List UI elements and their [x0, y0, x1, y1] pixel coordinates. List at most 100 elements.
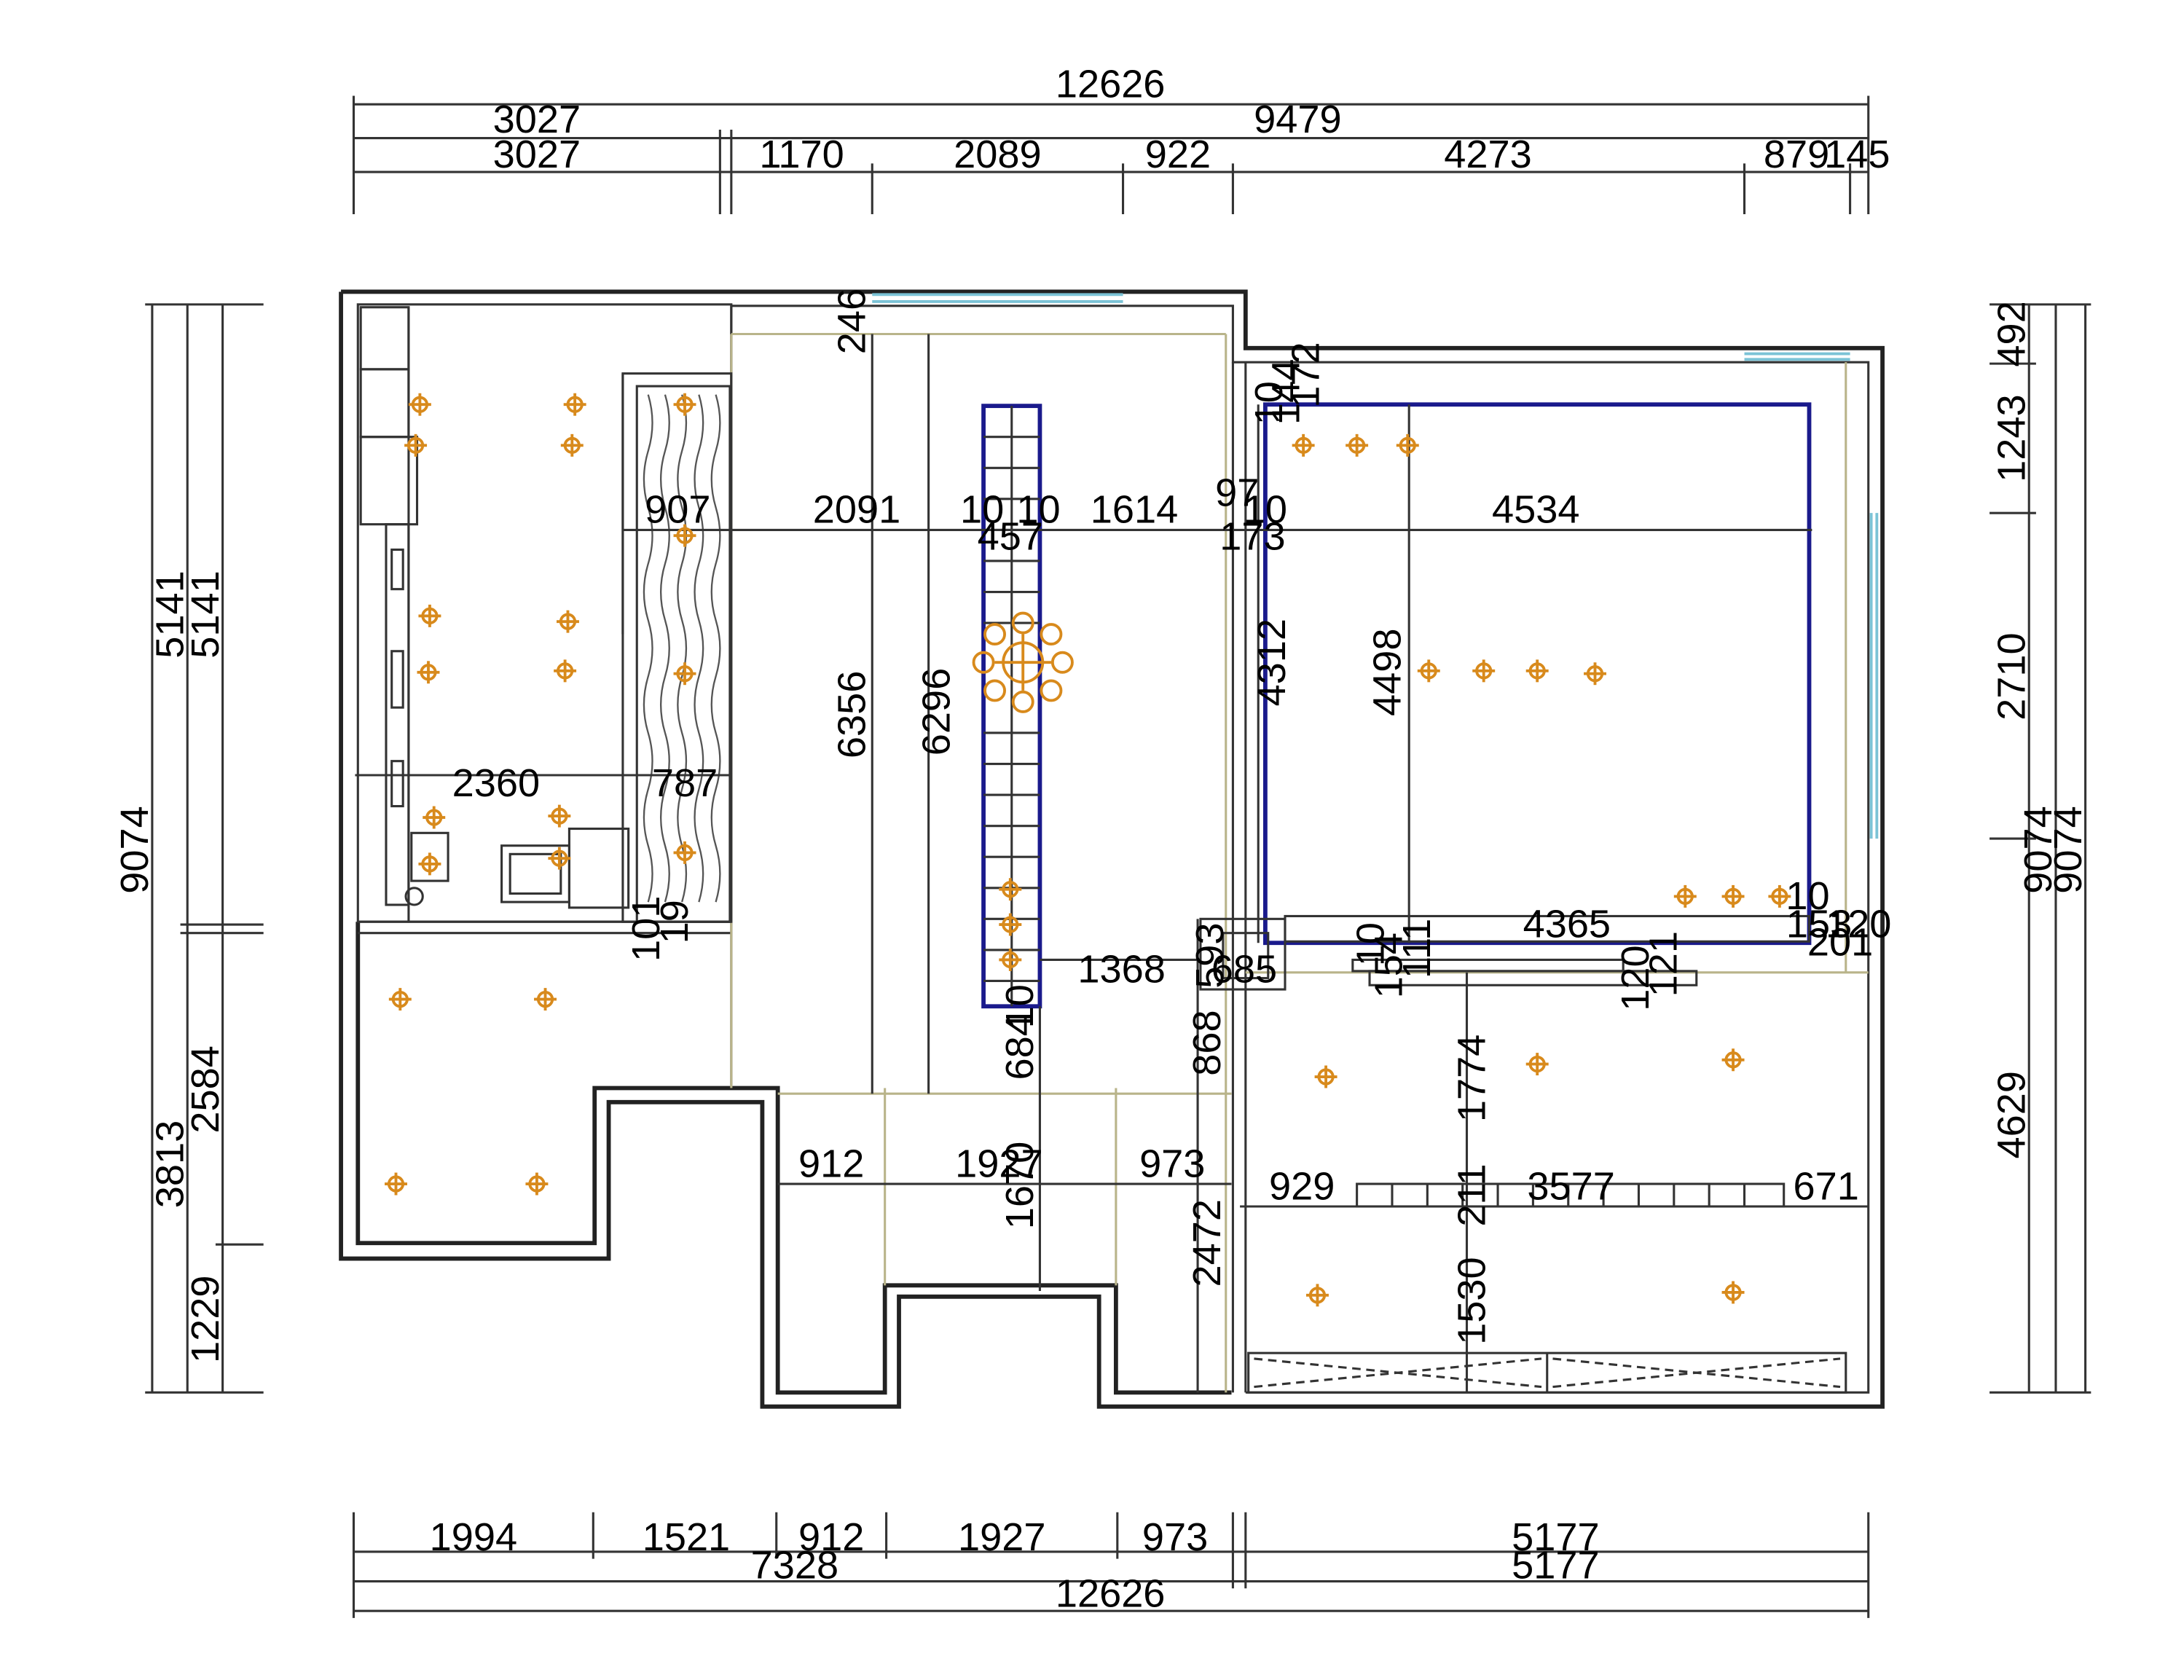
dim-right-inner: 1243 [1989, 394, 2033, 482]
dim-label: 10 [1348, 922, 1392, 966]
dim-top-seg: 879 [1764, 133, 1829, 176]
downlight-icon [563, 393, 586, 416]
downlight-icon [673, 662, 696, 686]
downlight-icon [999, 913, 1022, 936]
windows [872, 293, 1879, 839]
dim-label: 907 [645, 488, 710, 532]
downlight-icon [408, 393, 431, 416]
dim-label: 10 [1244, 488, 1287, 532]
dim-label: 10 [1247, 381, 1291, 425]
interior-dimension-labels: 907 2091 10 10 1614 97 10 4534 457 173 2… [452, 288, 1892, 1345]
kitchen-cabinets [359, 306, 733, 923]
downlight-icon [1525, 1053, 1549, 1076]
downlight-icon [1396, 433, 1419, 457]
dim-left-inner: 2584 [184, 1045, 227, 1133]
dim-label: 211 [1450, 1163, 1494, 1226]
dim-top-seg: 2089 [954, 133, 1041, 176]
downlight-icon [1721, 884, 1745, 908]
downlight-icon [1472, 659, 1496, 683]
dim-label: 144 [1264, 359, 1308, 425]
downlight-icon [1673, 884, 1697, 908]
dim-bottom-seg: 1521 [643, 1515, 730, 1559]
dim-right-mid: 9074 [2016, 806, 2060, 893]
dim-left-mid: 3813 [148, 1120, 192, 1208]
downlight-icon [1525, 659, 1549, 683]
bedroom-ceiling-outline [1199, 402, 1812, 991]
bottom-right-built-ins [1247, 1182, 1847, 1394]
dim-bottom-mid-left: 7328 [751, 1544, 838, 1587]
downlight-icon [1417, 659, 1440, 683]
dim-label: 154 [1367, 933, 1411, 998]
dim-label: 111 [1395, 919, 1439, 978]
dim-right-inner: 2710 [1989, 632, 2033, 720]
dim-label: 10 [960, 488, 1004, 532]
dim-label: 19 [653, 900, 696, 943]
dim-label: 4365 [1523, 902, 1611, 946]
dim-label: 153 [1786, 902, 1852, 946]
dim-label: 1774 [1450, 1035, 1494, 1122]
dim-label: 6356 [830, 671, 874, 758]
dim-label: 868 [1185, 1010, 1229, 1075]
right-dimension-chains: 492 1243 2710 4629 9074 9074 [1989, 301, 2091, 1394]
dim-left-overall: 9074 [113, 806, 157, 893]
dim-label: 4312 [1250, 619, 1294, 706]
ceiling-edges [730, 332, 1869, 1393]
dim-label: 1530 [1450, 1257, 1494, 1344]
dim-label: 1670 [998, 1142, 1042, 1229]
dim-label: 912 [798, 1142, 864, 1185]
dim-label: 685 [1211, 947, 1277, 991]
dim-label: 10 [998, 984, 1042, 1028]
dim-top-seg: 922 [1145, 133, 1211, 176]
interior-dimension-lines [355, 334, 1869, 1393]
dim-label: 787 [652, 761, 718, 805]
dim-top-seg: 1170 [759, 133, 844, 176]
dim-left-mid: 5141 [148, 570, 192, 658]
dim-bottom-seg: 1927 [958, 1515, 1045, 1559]
downlight-icon [1346, 433, 1369, 457]
dim-top-mid-right: 9479 [1254, 98, 1341, 141]
downlight-icon [1721, 1048, 1745, 1072]
dim-bottom-seg: 5177 [1512, 1515, 1599, 1559]
decorative-wall-panel [635, 385, 731, 923]
bottom-dimension-chains: 1994 1521 912 1927 973 5177 7328 5177 12… [352, 1512, 1870, 1618]
dim-left-inner: 5141 [184, 570, 227, 658]
dim-label: 457 [978, 514, 1043, 558]
dim-bottom-mid-right: 5177 [1512, 1544, 1599, 1587]
downlight-icon [1292, 433, 1315, 457]
downlight-icon [1314, 1065, 1337, 1088]
dim-label: 120 [1614, 945, 1657, 1010]
top-dimension-chains: 12626 3027 9479 3027 1170 2089 922 4273 … [352, 62, 1890, 215]
dim-bottom-seg: 1994 [430, 1515, 517, 1559]
downlight-icon [673, 393, 696, 416]
dim-label: 2360 [452, 761, 540, 805]
downlight-icon [418, 852, 441, 876]
dim-label: 593 [1188, 922, 1232, 988]
dim-bottom-overall: 12626 [1056, 1571, 1166, 1615]
downlight-icon [999, 948, 1022, 971]
downlight-icon [418, 604, 441, 627]
dim-label: 101 [624, 896, 668, 962]
dim-label: 173 [1219, 514, 1285, 558]
dim-label: 1368 [1077, 947, 1165, 991]
downlight-icon [999, 878, 1022, 901]
dim-label: 201 [1807, 921, 1873, 965]
dim-left-inner: 1229 [184, 1276, 227, 1363]
dim-label: 1927 [955, 1142, 1042, 1185]
downlight-icon [554, 659, 577, 683]
dim-label: 10 [1786, 874, 1829, 918]
dim-label: 684 [998, 1014, 1042, 1080]
dim-label: 2091 [813, 488, 900, 532]
downlight-icon [404, 433, 428, 457]
dim-label: 6296 [915, 668, 959, 755]
dim-label: 97 [1215, 471, 1259, 515]
dim-bottom-seg: 912 [798, 1515, 864, 1559]
downlight-icon [385, 1172, 407, 1196]
downlight-icon [1768, 884, 1791, 908]
dim-top-seg: 3027 [493, 133, 581, 176]
dim-label: 120 [1826, 902, 1891, 946]
downlight-icon [423, 806, 446, 829]
downlight-icon [525, 1172, 549, 1196]
dim-right-inner: 4629 [1989, 1071, 2033, 1158]
downlight-icon [534, 988, 557, 1011]
